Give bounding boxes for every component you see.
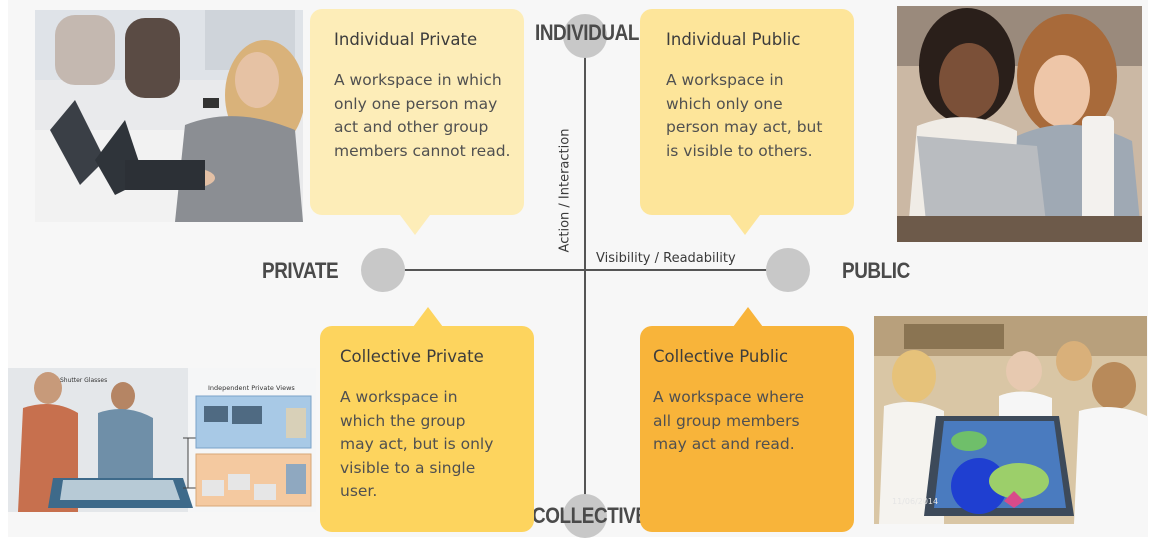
axis-dot-right [766, 248, 810, 292]
title-collective-public: Collective Public [653, 347, 789, 366]
vertical-axis-line [584, 40, 586, 520]
axis-dot-bottom [563, 494, 607, 538]
axis-label-private: PRIVATE [262, 258, 339, 283]
title-individual-public: Individual Public [666, 30, 801, 49]
label-shutter-glasses: Shutter Glasses [60, 377, 107, 384]
photo-individual-private [35, 10, 303, 222]
body-collective-public: A workspace where all group members may … [653, 388, 805, 453]
axis-caption-visibility: Visibility / Readability [596, 251, 736, 266]
axis-label-individual: INDIVIDUAL [535, 20, 639, 45]
label-private-views: Independent Private Views [208, 384, 295, 392]
title-individual-private: Individual Private [334, 30, 478, 49]
box-collective-private: Collective Private A workspace in which … [320, 326, 534, 532]
horizontal-axis-line [384, 269, 788, 271]
tail-individual-public [730, 215, 760, 235]
box-collective-public: Collective Public A workspace where all … [640, 326, 854, 532]
axis-caption-action: Action / Interaction [557, 128, 573, 253]
axis-label-public: PUBLIC [842, 258, 910, 283]
body-individual-private: A workspace in which only one person may… [334, 71, 511, 160]
body-individual-public: A workspace in which only one person may… [666, 71, 823, 160]
axis-dot-left [361, 248, 405, 292]
tail-collective-private [413, 307, 443, 327]
photo-watermark: 11/06/2014 [892, 497, 938, 506]
axis-label-collective: COLLECTIVE [532, 503, 648, 528]
tail-collective-public [733, 307, 763, 327]
box-individual-public: Individual Public A workspace in which o… [640, 9, 854, 215]
photo-collective-private: Shutter Glasses Independent Private View… [8, 368, 316, 512]
tail-individual-private [400, 215, 430, 235]
axis-dot-top [563, 14, 607, 58]
body-collective-private: A workspace in which the group may act, … [340, 388, 494, 500]
title-collective-private: Collective Private [340, 347, 484, 366]
box-individual-private: Individual Private A workspace in which … [310, 9, 524, 215]
photo-collective-public: 11/06/2014 [874, 316, 1147, 524]
photo-individual-public [897, 6, 1142, 242]
